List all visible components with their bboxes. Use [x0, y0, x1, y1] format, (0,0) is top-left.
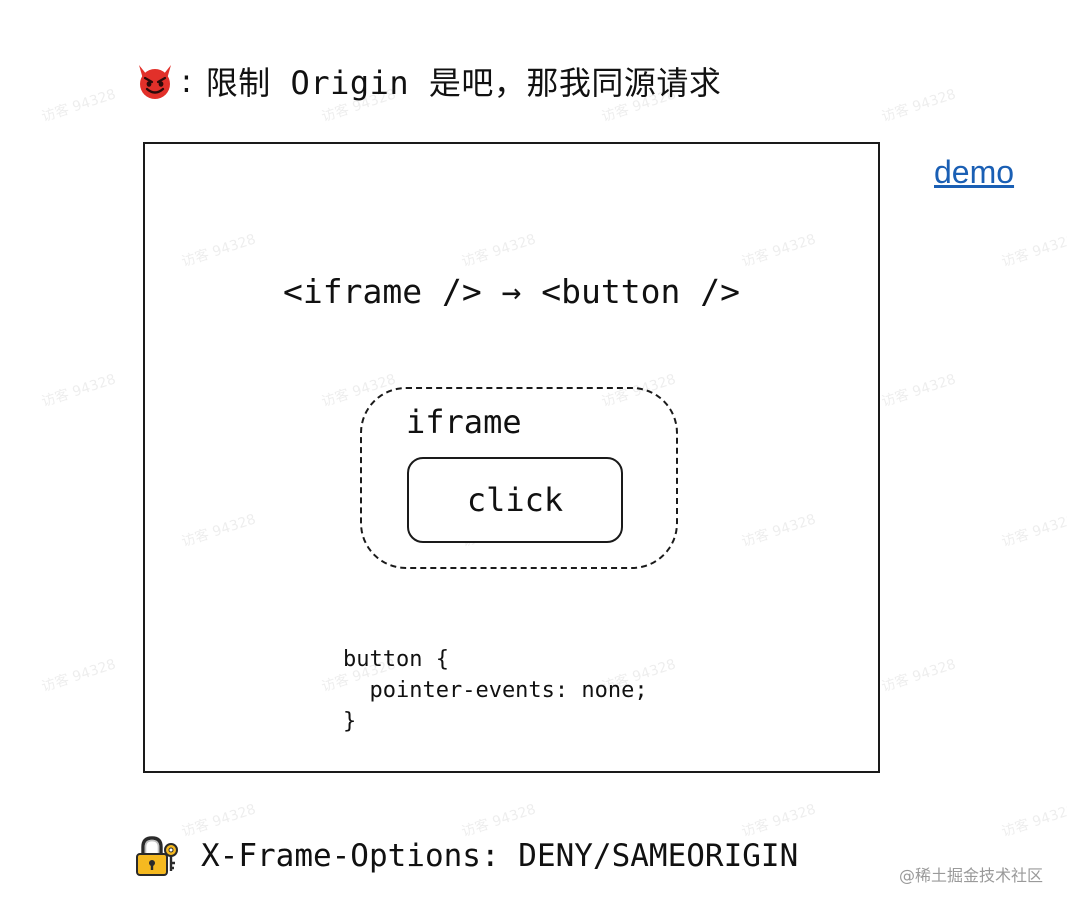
- click-button[interactable]: click: [407, 457, 623, 543]
- watermark-text: 访客 94328: [39, 371, 118, 411]
- lock-with-key-icon: [136, 836, 178, 876]
- watermark-text: 访客 94328: [879, 86, 958, 126]
- x-frame-options-text: X-Frame-Options: DENY/SAMEORIGIN: [201, 838, 799, 874]
- site-watermark: @稀土掘金技术社区: [898, 866, 1043, 885]
- css-code-snippet: button { pointer-events: none; }: [343, 647, 648, 734]
- watermark-text: 访客 94328: [999, 511, 1067, 551]
- watermark-text: 访客 94328: [39, 656, 118, 696]
- watermark-text: 访客 94328: [999, 231, 1067, 271]
- footer-line: X-Frame-Options: DENY/SAMEORIGIN: [135, 834, 798, 878]
- iframe-to-button-flow: <iframe /> → <button />: [283, 272, 740, 311]
- watermark-text: 访客 94328: [879, 656, 958, 696]
- iframe-label: iframe: [406, 403, 522, 441]
- watermark-text: 访客 94328: [39, 86, 118, 126]
- heading-text: 限制 Origin 是吧，那我同源请求: [205, 64, 722, 102]
- devil-face-icon: [139, 65, 171, 99]
- iframe-boundary: iframe click: [360, 387, 678, 569]
- demo-link[interactable]: demo: [934, 154, 1015, 190]
- watermark-text: 访客 94328: [879, 371, 958, 411]
- heading: : 限制 Origin 是吧，那我同源请求: [135, 58, 721, 104]
- heading-colon: :: [181, 62, 192, 100]
- diagram-frame: <iframe /> → <button /> iframe click but…: [143, 142, 880, 773]
- watermark-text: 访客 94328: [999, 801, 1067, 841]
